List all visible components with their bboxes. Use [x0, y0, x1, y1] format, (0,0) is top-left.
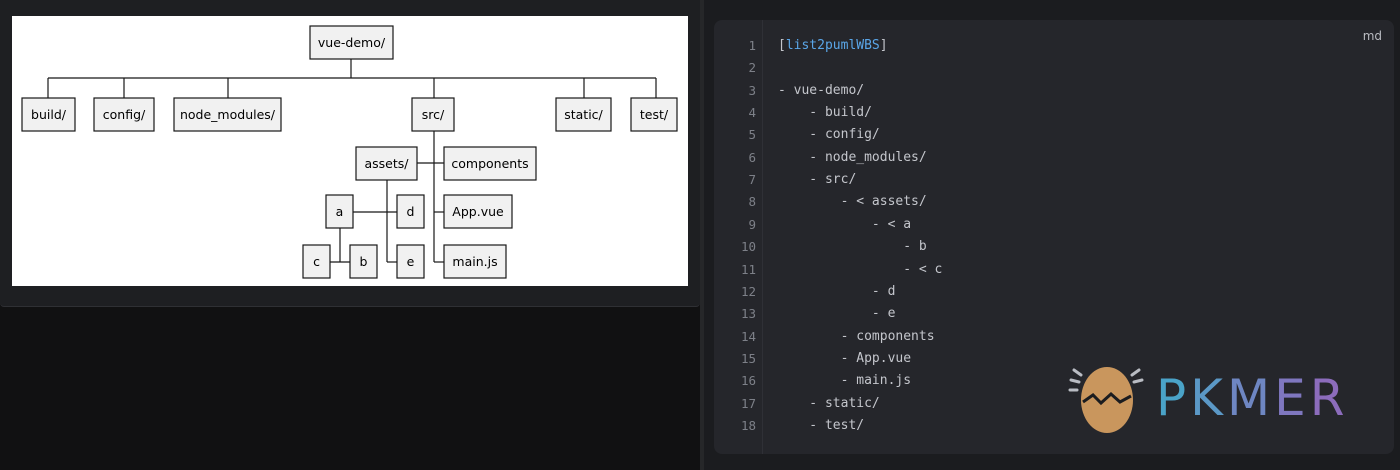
node-label: assets/ — [364, 156, 409, 171]
line-number: 16 — [740, 373, 756, 388]
code-line: - d — [778, 284, 896, 299]
diagram-edges — [47, 59, 657, 263]
line-number: 14 — [740, 329, 756, 344]
node-label: a — [336, 204, 344, 219]
code-line: - b — [778, 239, 927, 254]
node-label: App.vue — [452, 204, 504, 219]
diagram-node-components: components — [443, 146, 537, 181]
pkmer-wordmark: PKMER — [1156, 368, 1348, 428]
code-line: [list2pumlWBS] — [778, 38, 888, 53]
code-line: - node_modules/ — [778, 150, 927, 165]
wbs-diagram: vue-demo/ build/ config/ node_modules/ s… — [12, 16, 688, 286]
code-line: - vue-demo/ — [778, 83, 865, 98]
node-label: d — [407, 204, 415, 219]
bracket-close: ] — [879, 38, 888, 53]
left-panel: vue-demo/ build/ config/ node_modules/ s… — [0, 0, 700, 307]
node-label: static/ — [564, 107, 603, 122]
diagram-preview-frame: vue-demo/ build/ config/ node_modules/ s… — [0, 0, 700, 307]
line-number: 6 — [748, 150, 756, 165]
code-line: - static/ — [778, 396, 880, 411]
code-line: - main.js — [778, 373, 912, 388]
line-number: 9 — [748, 217, 756, 232]
wordmark-letter: R — [1309, 369, 1349, 427]
wbs-diagram-svg: vue-demo/ build/ config/ node_modules/ s… — [21, 25, 678, 279]
node-label: b — [360, 254, 368, 269]
line-number: 5 — [748, 127, 756, 142]
diagram-node-app-vue: App.vue — [443, 194, 513, 229]
code-line: - App.vue — [778, 351, 912, 366]
code-line: - test/ — [778, 418, 865, 433]
diagram-node-root: vue-demo/ — [309, 25, 394, 60]
language-badge: md — [1362, 29, 1382, 43]
node-label: vue-demo/ — [318, 35, 386, 50]
line-number: 4 — [748, 105, 756, 120]
node-label: build/ — [31, 107, 67, 122]
diagram-node-a: a — [325, 194, 354, 229]
pane-resize-handle[interactable] — [700, 0, 704, 470]
line-number: 12 — [740, 284, 756, 299]
code-line: - build/ — [778, 105, 872, 120]
line-number: 1 — [748, 38, 756, 53]
line-number: 2 — [748, 60, 756, 75]
line-number: 3 — [748, 83, 756, 98]
diagram-node-node-modules: node_modules/ — [173, 97, 282, 132]
node-label: c — [313, 254, 320, 269]
line-number: 15 — [740, 351, 756, 366]
line-number: 8 — [748, 194, 756, 209]
node-label: components — [451, 156, 528, 171]
node-label: config/ — [103, 107, 146, 122]
code-line: - components — [778, 329, 935, 344]
code-line: - config/ — [778, 127, 880, 142]
diagram-node-c: c — [302, 244, 331, 279]
code-line: - src/ — [778, 172, 857, 187]
egg-logo-icon — [1068, 367, 1144, 433]
line-number: 13 — [740, 306, 756, 321]
diagram-node-assets: assets/ — [355, 146, 418, 181]
line-number: 10 — [740, 239, 756, 254]
pkmer-watermark: PKMER — [1068, 362, 1378, 438]
line-number: 7 — [748, 172, 756, 187]
line-number: 18 — [740, 418, 756, 433]
diagram-node-src: src/ — [411, 97, 455, 132]
node-label: src/ — [422, 107, 445, 122]
node-label: test/ — [640, 107, 669, 122]
line-number: 11 — [740, 262, 756, 277]
diagram-node-static: static/ — [555, 97, 612, 132]
wordmark-letter: M — [1226, 369, 1275, 427]
node-label: e — [407, 254, 415, 269]
code-line: - < c — [778, 262, 943, 277]
node-label: main.js — [452, 254, 497, 269]
code-link[interactable]: list2pumlWBS — [785, 38, 880, 53]
diagram-node-main-js: main.js — [443, 244, 507, 279]
bracket-open: [ — [778, 38, 786, 53]
code-line: - < assets/ — [778, 194, 927, 209]
code-line: - e — [778, 306, 896, 321]
wordmark-letter: K — [1190, 369, 1227, 427]
diagram-node-e: e — [396, 244, 425, 279]
wordmark-letter: E — [1274, 369, 1310, 427]
line-number: 17 — [740, 396, 756, 411]
code-line: - < a — [778, 217, 912, 232]
diagram-node-d: d — [396, 194, 425, 229]
diagram-node-config: config/ — [93, 97, 155, 132]
node-label: node_modules/ — [180, 107, 276, 122]
diagram-node-build: build/ — [21, 97, 76, 132]
wordmark-letter: P — [1156, 369, 1191, 427]
diagram-node-b: b — [349, 244, 378, 279]
diagram-node-test: test/ — [630, 97, 678, 132]
